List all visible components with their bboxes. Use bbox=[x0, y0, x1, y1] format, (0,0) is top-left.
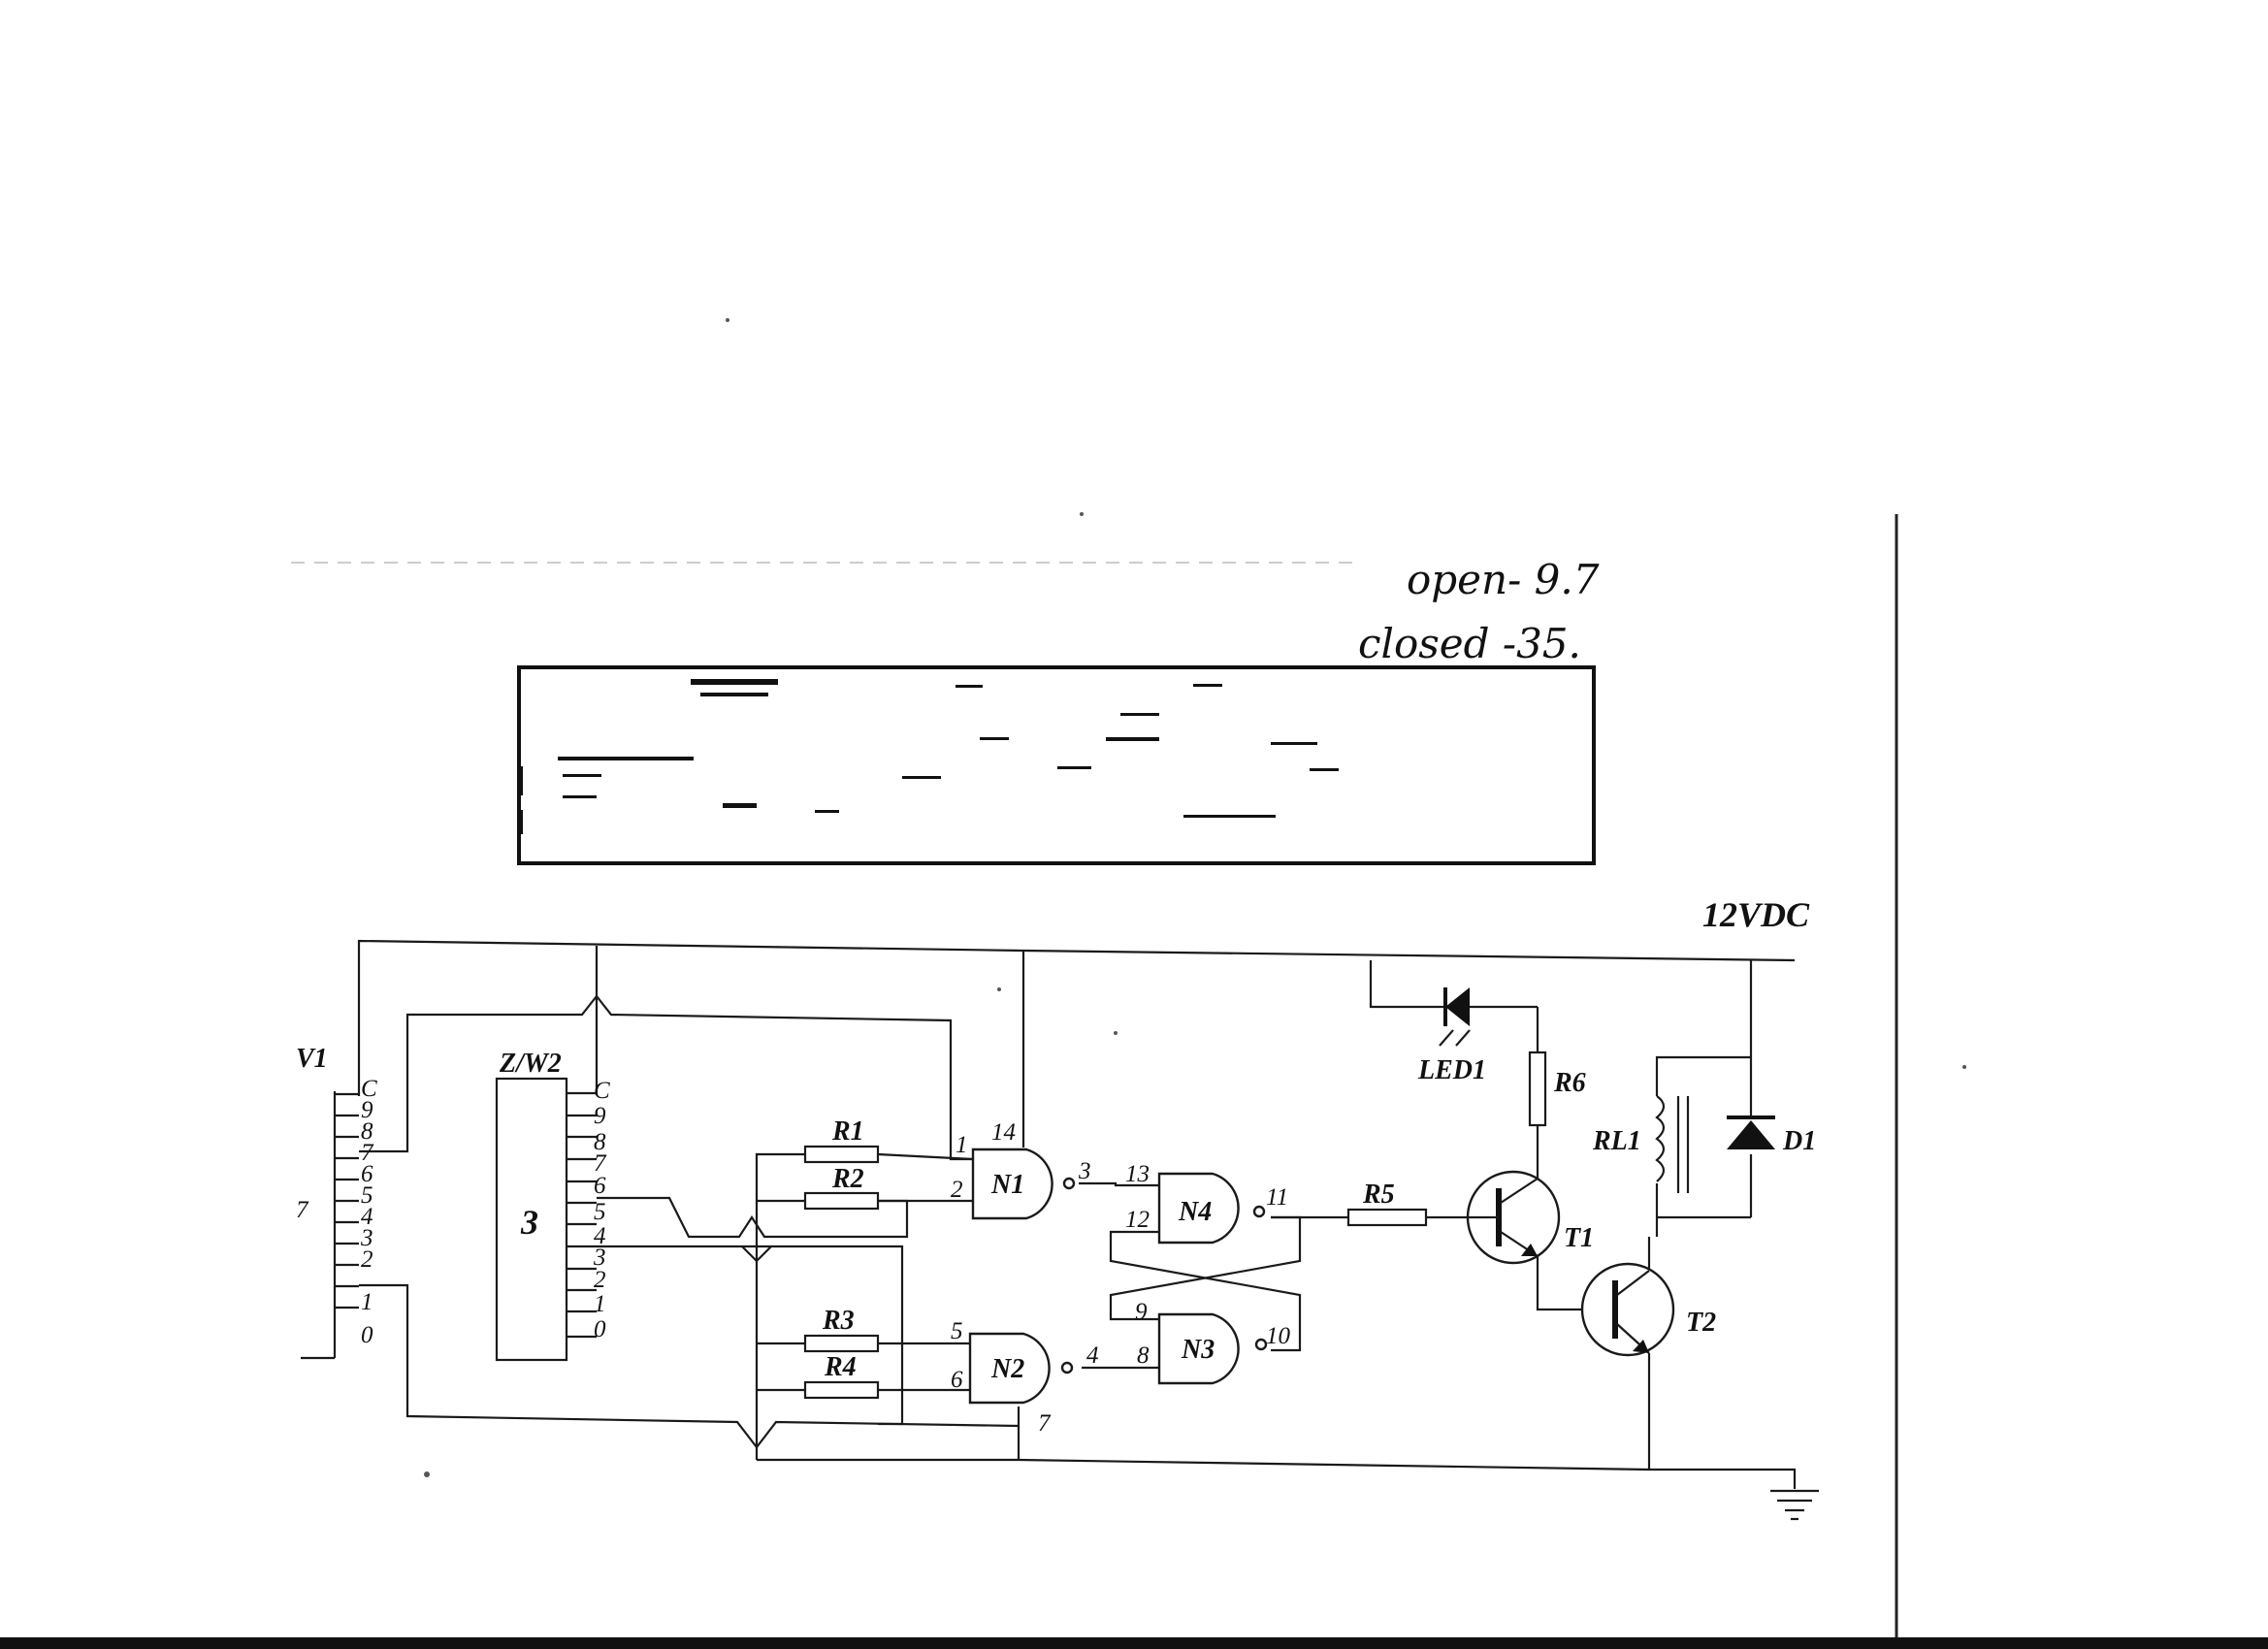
transistor-t1: T1 bbox=[1465, 1170, 1594, 1265]
switch1-pin-4: 4 bbox=[361, 1204, 373, 1230]
rotary-switch-v1: V1 7 C 9 8 7 6 5 4 3 2 1 0 bbox=[296, 1044, 377, 1360]
svg-text:RL1: RL1 bbox=[1592, 1126, 1641, 1156]
svg-text:N2: N2 bbox=[990, 1354, 1024, 1384]
svg-text:N3: N3 bbox=[1181, 1335, 1215, 1365]
switch1-pin-0: 0 bbox=[361, 1322, 373, 1348]
ground-symbol bbox=[1770, 1489, 1819, 1521]
svg-text:R2: R2 bbox=[831, 1164, 864, 1194]
svg-text:R5: R5 bbox=[1362, 1180, 1395, 1210]
switch1-pin-ticks bbox=[335, 1092, 359, 1310]
svg-text:N4: N4 bbox=[1178, 1197, 1212, 1227]
switch2-pin-7: 7 bbox=[594, 1150, 607, 1177]
svg-text:6: 6 bbox=[951, 1367, 963, 1393]
switch2-pin-4: 4 bbox=[594, 1223, 606, 1249]
rotary-switch-w2: Z/W2 3 C 9 8 7 6 5 4 3 2 1 0 bbox=[495, 1049, 610, 1362]
svg-text:T1: T1 bbox=[1564, 1223, 1594, 1253]
switch2-label: Z/W2 bbox=[499, 1049, 562, 1079]
switch1-pin-3: 3 bbox=[360, 1225, 373, 1251]
relay-coil: RL1 bbox=[1592, 1095, 1690, 1193]
led-indicator: LED1 bbox=[1417, 987, 1486, 1085]
resistor-r2: R2 bbox=[803, 1164, 880, 1211]
svg-text:4: 4 bbox=[1086, 1342, 1099, 1369]
resistor-r6: R6 bbox=[1528, 1051, 1586, 1127]
svg-text:12: 12 bbox=[1125, 1207, 1150, 1233]
svg-text:R3: R3 bbox=[822, 1306, 855, 1336]
resistor-r5: R5 bbox=[1346, 1180, 1428, 1227]
svg-text:7: 7 bbox=[1038, 1410, 1052, 1437]
svg-text:D1: D1 bbox=[1782, 1126, 1816, 1156]
switch1-pin-8: 8 bbox=[361, 1118, 373, 1145]
switch1-pin-7: 7 bbox=[361, 1140, 374, 1166]
switch2-pin-6: 6 bbox=[594, 1173, 606, 1199]
svg-text:8: 8 bbox=[1137, 1342, 1150, 1369]
switch1-pin-1: 1 bbox=[361, 1289, 373, 1315]
svg-text:N1: N1 bbox=[990, 1170, 1024, 1200]
switch2-pin-2: 2 bbox=[594, 1267, 606, 1293]
switch1-side-mark: 7 bbox=[296, 1197, 309, 1223]
resistor-r4: R4 bbox=[803, 1352, 880, 1400]
supply-label: 12VDC bbox=[1702, 895, 1810, 934]
svg-text:2: 2 bbox=[951, 1177, 963, 1203]
svg-text:14: 14 bbox=[991, 1119, 1016, 1146]
switch2-pin-8: 8 bbox=[594, 1129, 606, 1155]
note-closed: closed -35. bbox=[1358, 620, 1581, 667]
svg-text:10: 10 bbox=[1266, 1323, 1291, 1349]
switch1-pin-c: C bbox=[361, 1076, 377, 1102]
note-open: open- 9.7 bbox=[1407, 556, 1600, 603]
switch2-pin-1: 1 bbox=[594, 1291, 606, 1317]
page-frame bbox=[0, 318, 2268, 1649]
svg-text:R6: R6 bbox=[1553, 1068, 1586, 1098]
resistor-r3: R3 bbox=[803, 1306, 880, 1353]
svg-text:LED1: LED1 bbox=[1417, 1055, 1486, 1085]
switch2-pin-3: 3 bbox=[593, 1245, 606, 1271]
transistor-t2: T2 bbox=[1580, 1262, 1716, 1357]
switch2-value: 3 bbox=[520, 1203, 538, 1242]
nand-gate-n1: N1 1 2 3 14 bbox=[951, 1119, 1091, 1220]
switch2-pin-9: 9 bbox=[594, 1103, 606, 1129]
switch1-pin-9: 9 bbox=[361, 1097, 373, 1123]
wiring bbox=[357, 939, 1797, 1489]
svg-text:1: 1 bbox=[956, 1132, 968, 1158]
svg-text:5: 5 bbox=[951, 1318, 963, 1344]
nand-gate-n4: N4 13 12 11 bbox=[1125, 1161, 1288, 1245]
flyback-diode: D1 bbox=[1727, 1116, 1816, 1156]
switch1-pin-5: 5 bbox=[361, 1182, 373, 1209]
switch1-pin-6: 6 bbox=[361, 1161, 373, 1187]
switch2-pin-0: 0 bbox=[594, 1316, 606, 1342]
svg-text:T2: T2 bbox=[1686, 1308, 1716, 1338]
svg-text:11: 11 bbox=[1266, 1184, 1288, 1211]
switch2-pin-c: C bbox=[594, 1078, 610, 1104]
svg-text:9: 9 bbox=[1135, 1299, 1148, 1325]
switch1-label: V1 bbox=[296, 1044, 328, 1074]
nand-gate-n3: N3 9 8 10 bbox=[1135, 1299, 1291, 1385]
switch1-pin-2: 2 bbox=[361, 1246, 373, 1273]
svg-text:13: 13 bbox=[1125, 1161, 1150, 1187]
resistor-r1: R1 bbox=[803, 1116, 880, 1164]
nand-gate-n2: N2 5 6 4 7 bbox=[951, 1318, 1099, 1437]
svg-text:R1: R1 bbox=[831, 1116, 864, 1147]
redacted-label-box bbox=[517, 665, 1596, 865]
svg-text:3: 3 bbox=[1078, 1158, 1091, 1184]
svg-text:R4: R4 bbox=[824, 1352, 857, 1382]
switch2-pin-5: 5 bbox=[594, 1199, 606, 1225]
